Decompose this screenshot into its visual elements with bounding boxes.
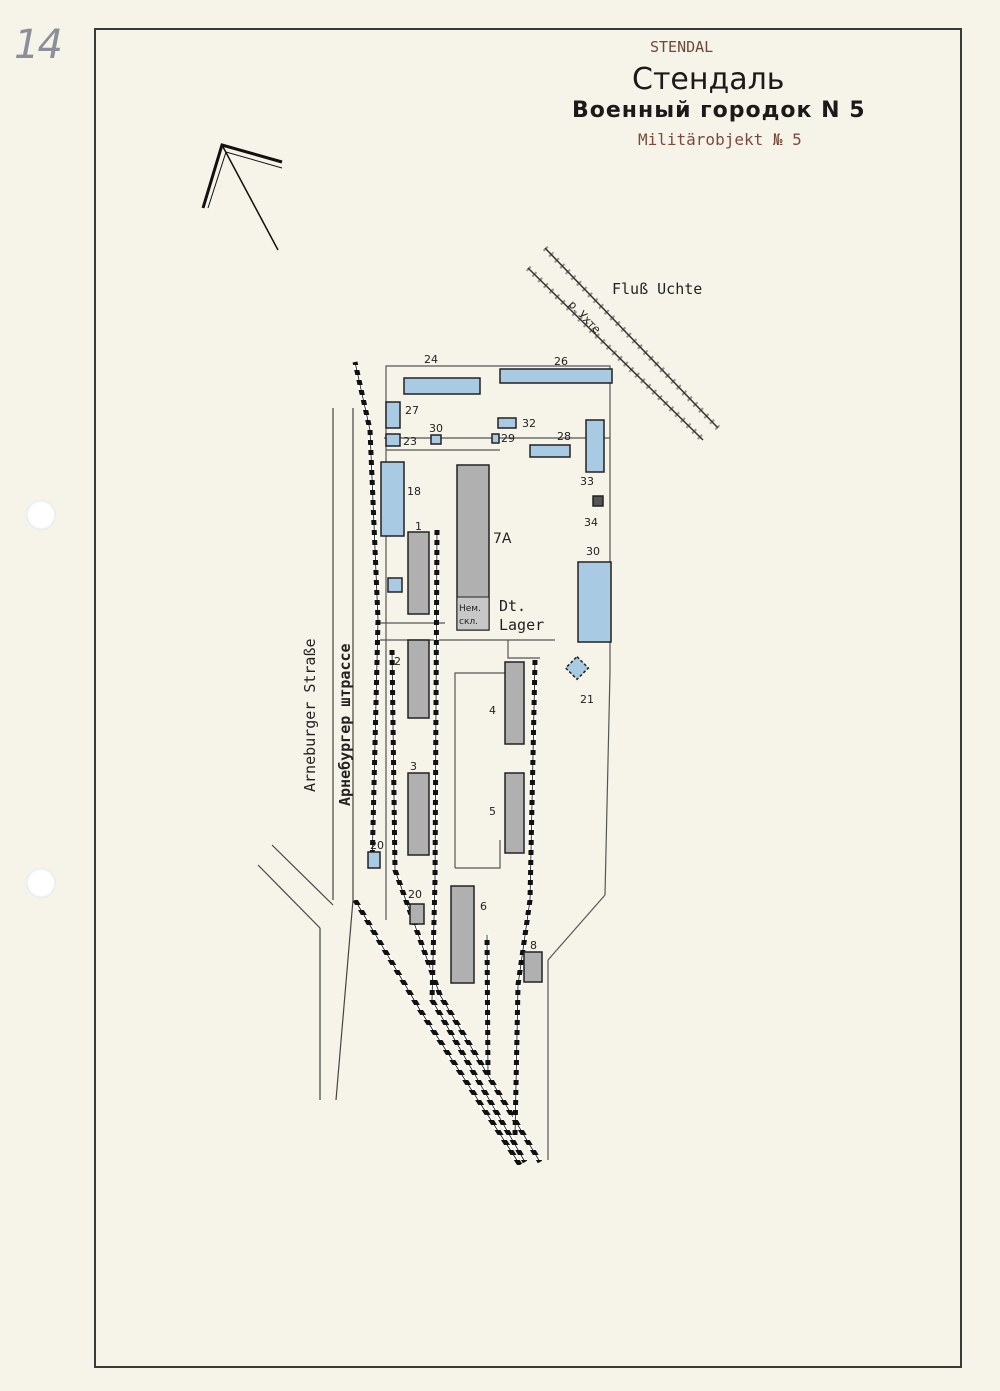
label-22: 23: [403, 435, 417, 448]
depot-label-ru-2: скл.: [459, 617, 478, 627]
depot-box: [456, 596, 490, 631]
label-28: 29: [501, 432, 515, 445]
blue-buildings: [367, 368, 613, 869]
label-32: 32: [522, 417, 536, 430]
building-34: [592, 495, 604, 507]
title-city-de: STENDAL: [650, 38, 714, 56]
building-18: [380, 461, 405, 537]
punch-hole-bottom: [26, 868, 56, 898]
label-26: 27: [405, 404, 419, 417]
street-lines: [257, 408, 354, 1101]
label-33: 33: [580, 475, 594, 488]
building-5: [504, 772, 525, 854]
railway-tracks: [352, 361, 543, 1167]
building-21: [564, 655, 590, 681]
depot-label-ru-1: Нем.: [459, 604, 481, 614]
building-19: [367, 851, 381, 869]
label-24: 26: [554, 355, 568, 368]
building-23: [403, 377, 481, 395]
label-3: 3: [410, 760, 417, 773]
river-label-de: Fluß Uchte: [612, 280, 702, 298]
label-30: 30: [586, 545, 600, 558]
depot-label-de-1: Dt.: [499, 597, 526, 615]
building-3: [407, 772, 430, 856]
label-27: 28: [557, 430, 571, 443]
label-21: 21: [580, 693, 594, 706]
building-33: [585, 419, 605, 473]
label-7a: 7A: [493, 531, 512, 547]
label-5: 5: [489, 805, 496, 818]
building-4: [504, 661, 525, 745]
building-20: [409, 903, 425, 925]
label-34: 34: [584, 516, 598, 529]
river-uchte: [525, 245, 721, 443]
title-object-ru: Военный городок N 5: [572, 98, 866, 123]
building-29: [430, 434, 442, 445]
small-building: [387, 577, 403, 593]
building-32: [497, 417, 517, 429]
building-28: [491, 433, 500, 444]
building-8: [523, 951, 543, 983]
building-30: [577, 561, 612, 643]
title-object-de: Militärobjekt № 5: [638, 130, 802, 149]
building-number-labels: 24 26 27 32 30 23 29 28 33 34 18 1 7A 30…: [370, 353, 600, 952]
punch-hole-top: [26, 500, 56, 530]
building-1: [407, 531, 430, 615]
title-city-ru: Стендаль: [632, 62, 785, 97]
page-number: 14: [14, 22, 63, 68]
building-2: [407, 639, 430, 719]
label-6: 6: [480, 900, 487, 913]
label-20: 20: [408, 888, 422, 901]
street-label-ru: Арнебургер штрассе: [336, 643, 354, 806]
page-frame: [94, 28, 962, 1368]
north-arrow-icon: [201, 143, 283, 251]
label-4: 4: [489, 704, 496, 717]
building-27: [529, 444, 571, 458]
label-19: 20: [370, 839, 384, 852]
depot-label-de-2: Lager: [499, 616, 544, 634]
building-22: [385, 433, 401, 447]
building-6: [450, 885, 475, 984]
label-8: 8: [530, 939, 537, 952]
building-26: [385, 401, 401, 429]
street-label-de: Arneburger Straße: [301, 638, 319, 792]
building-24: [499, 368, 613, 384]
label-29: 30: [429, 422, 443, 435]
label-2: 2: [394, 655, 401, 668]
label-1: 1: [415, 520, 422, 533]
label-23: 24: [424, 353, 438, 366]
label-18: 18: [407, 485, 421, 498]
